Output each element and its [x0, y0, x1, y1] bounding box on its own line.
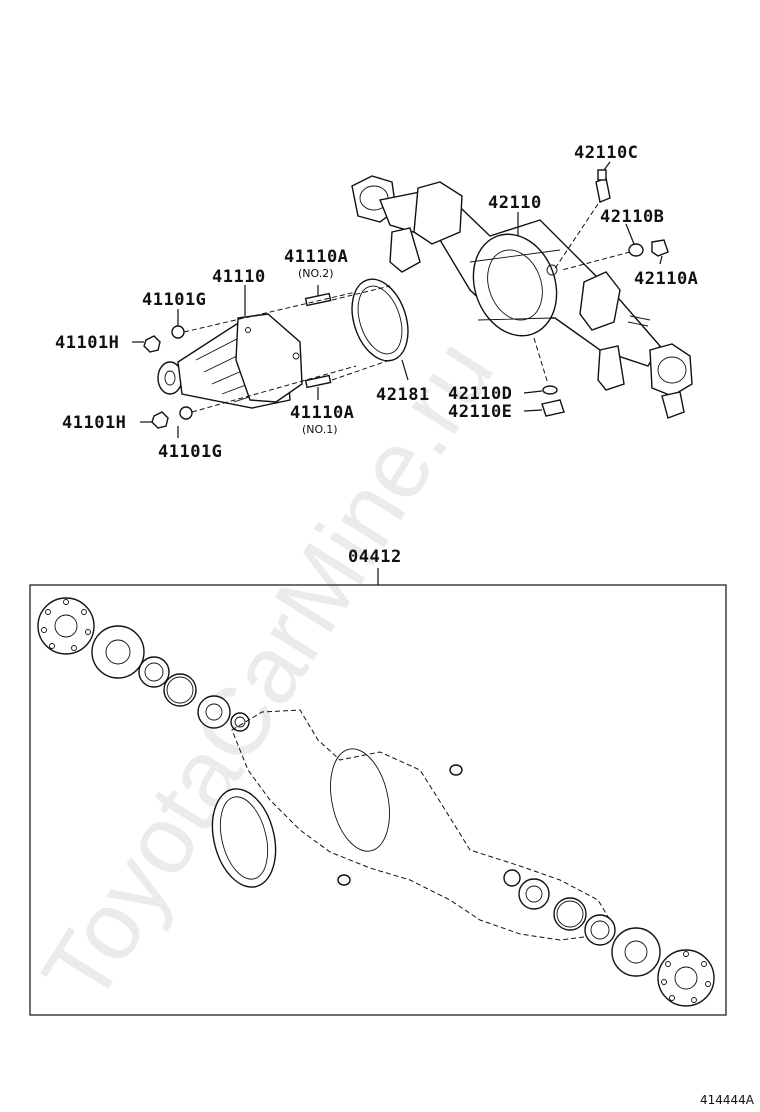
- kit-small-seal-left: [230, 712, 250, 732]
- label-41101G-bottom: 41101G: [158, 442, 222, 462]
- nut-bottom: [151, 411, 169, 429]
- label-41110: 41110: [212, 267, 266, 287]
- kit-oil-seal-left: [138, 656, 170, 688]
- kit-bearing-seal-left: [197, 695, 231, 729]
- kit-hub-gasket-right: [611, 927, 661, 977]
- kit-hub-gasket-left: [91, 625, 145, 679]
- label-42110E: 42110E: [448, 402, 512, 422]
- kit-washer-1: [449, 764, 463, 776]
- kit-bolt-holes: [41, 599, 711, 1003]
- breather-plug: [595, 169, 611, 203]
- reference-code: 414444A: [700, 1093, 755, 1107]
- gasket-kit-frame: [29, 584, 727, 1016]
- carrier-gasket: [351, 278, 409, 362]
- kit-flange-gasket-left: [37, 597, 95, 655]
- label-41110A-no1-sub: (NO.1): [302, 423, 338, 436]
- label-41110A-no2: 41110A: [284, 247, 348, 267]
- kit-oil-seal-right: [584, 914, 616, 946]
- label-42110D: 42110D: [448, 384, 512, 404]
- label-41101G-top: 41101G: [142, 290, 206, 310]
- label-42110A: 42110A: [634, 269, 698, 289]
- kit-washer-2: [337, 874, 351, 886]
- stud-no1: [304, 374, 332, 389]
- filler-plug-parts: [628, 239, 669, 257]
- drain-plug-parts: [541, 385, 565, 417]
- label-42110B: 42110B: [600, 207, 664, 227]
- kit-phantom-banjo: [330, 748, 390, 852]
- nut-top: [143, 335, 161, 353]
- kit-carrier-gasket: [211, 788, 277, 888]
- label-41101H-bottom: 41101H: [62, 413, 126, 433]
- kit-flange-gasket-right: [657, 949, 715, 1007]
- label-41110A-no2-sub: (NO.2): [298, 267, 334, 280]
- label-41101H-top: 41101H: [55, 333, 119, 353]
- label-42181: 42181: [376, 385, 430, 405]
- differential-carrier: [157, 313, 303, 409]
- kit-phantom-housing: [231, 709, 611, 941]
- washer-top: [171, 325, 185, 339]
- kit-bearing-seal-right: [518, 878, 550, 910]
- kit-small-seal-right: [503, 869, 521, 887]
- label-42110C: 42110C: [574, 143, 638, 163]
- kit-o-ring-right: [553, 897, 587, 931]
- washer-bottom: [179, 406, 193, 420]
- label-42110: 42110: [488, 193, 542, 213]
- axle-housing: [351, 175, 693, 419]
- label-41110A-no1: 41110A: [290, 403, 354, 423]
- label-04412: 04412: [348, 547, 402, 567]
- kit-o-ring-left: [163, 673, 197, 707]
